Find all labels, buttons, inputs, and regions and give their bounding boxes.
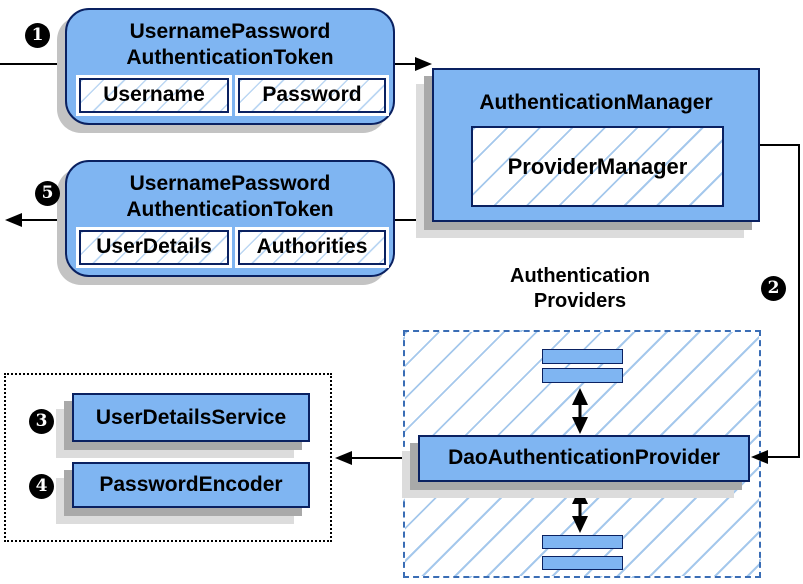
step-4-badge: 4 [29, 474, 54, 499]
other-provider-bar-3 [542, 535, 623, 549]
authentication-providers-label-line1: Authentication [510, 265, 650, 287]
services-group-box [4, 373, 332, 542]
authorities-field-label: Authorities [256, 235, 368, 258]
user-details-service-label: UserDetailsService [95, 406, 287, 429]
token2-title-line2: AuthenticationToken [126, 198, 334, 221]
step-3-badge: 3 [29, 409, 54, 434]
arrow-dao-to-services-head [335, 451, 352, 465]
token1-title-line1: UsernamePassword [129, 20, 331, 43]
username-password-token-node: UsernamePassword AuthenticationToken Use… [65, 8, 395, 125]
authorities-field-box: Authorities [238, 230, 386, 265]
arrow-step5-head [5, 213, 22, 227]
arrow-step2-line [760, 144, 800, 458]
other-provider-bar-1 [542, 349, 623, 364]
authentication-manager-title: AuthenticationManager [479, 91, 713, 114]
provider-manager-label: ProviderManager [507, 154, 688, 179]
step-1-badge: 1 [25, 23, 50, 48]
token1-title: UsernamePassword AuthenticationToken [67, 10, 393, 71]
step-2-badge: 2 [761, 276, 786, 301]
token1-title-line2: AuthenticationToken [126, 46, 334, 69]
password-encoder-node: PasswordEncoder [72, 462, 310, 508]
dao-authentication-provider-label: DaoAuthenticationProvider [448, 446, 720, 469]
token2-title-line1: UsernamePassword [129, 172, 331, 195]
authentication-providers-label: Authentication Providers [460, 264, 700, 314]
username-field-box: Username [79, 78, 229, 113]
other-provider-bar-4 [542, 556, 623, 570]
double-arrow-bottom-down-head [572, 516, 588, 533]
double-arrow-bottom-up-head [572, 487, 588, 504]
user-details-service-node: UserDetailsService [72, 393, 310, 442]
authentication-manager-node: AuthenticationManager ProviderManager [432, 68, 760, 222]
userdetails-field-label: UserDetails [96, 235, 212, 258]
other-provider-bar-2 [542, 368, 623, 383]
userdetails-field-box: UserDetails [79, 230, 229, 265]
step-5-badge: 5 [35, 181, 60, 206]
provider-manager-node: ProviderManager [471, 126, 724, 207]
dao-authentication-provider-node: DaoAuthenticationProvider [418, 435, 750, 482]
password-field-label: Password [262, 83, 362, 106]
password-encoder-label: PasswordEncoder [99, 473, 283, 496]
double-arrow-top-up-head [572, 388, 588, 405]
authentication-providers-label-line2: Providers [533, 290, 627, 312]
authenticated-token-node: UsernamePassword AuthenticationToken Use… [65, 160, 395, 277]
arrow-step1-head [415, 57, 432, 71]
double-arrow-top-down-head [572, 417, 588, 434]
password-field-box: Password [238, 78, 386, 113]
arrow-step2-head [751, 450, 768, 464]
username-field-label: Username [103, 83, 205, 106]
token2-title: UsernamePassword AuthenticationToken [67, 162, 393, 223]
